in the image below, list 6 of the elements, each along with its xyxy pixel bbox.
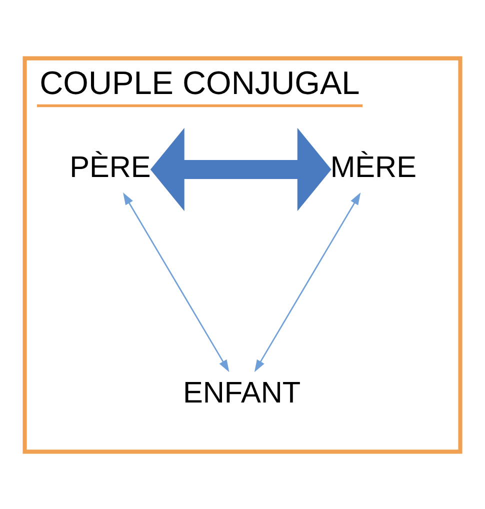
arrow [254, 192, 361, 372]
node-text: ENFANT [182, 376, 301, 409]
node-text: PÈRE [70, 150, 151, 184]
arrow [150, 127, 332, 211]
arrow [123, 192, 230, 372]
node-text: MÈRE [330, 150, 417, 184]
